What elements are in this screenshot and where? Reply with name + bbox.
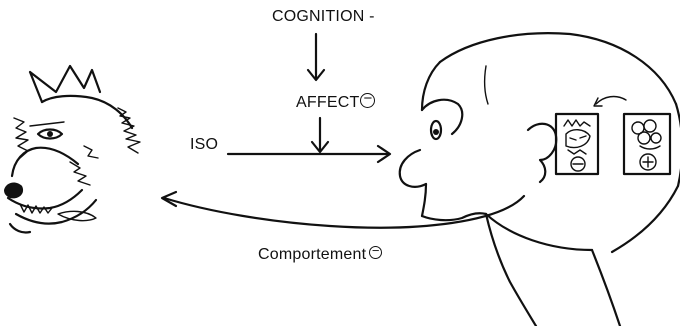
arrow-affect-to-horizontal xyxy=(312,118,328,152)
label-comportement: Comportement − xyxy=(258,246,382,264)
minus-sign: − xyxy=(370,242,381,260)
label-affect: AFFECT − xyxy=(296,92,375,112)
arrow-comportement-to-wolf xyxy=(162,192,524,228)
inner-box-minus-text: − xyxy=(573,155,579,167)
inner-box-plus-text: + xyxy=(643,153,649,165)
label-comportement-text: Comportement xyxy=(258,246,366,263)
label-iso: ISO xyxy=(190,136,218,154)
minus-sign: − xyxy=(361,89,374,109)
minus-circle-icon: − xyxy=(360,93,375,108)
person-head-drawing xyxy=(400,33,680,326)
minus-circle-icon: − xyxy=(369,246,382,259)
label-cognition: COGNITION - xyxy=(272,8,375,26)
inner-box-positive xyxy=(624,114,670,174)
arrow-iso-to-person xyxy=(228,146,390,162)
arrow-cognition-to-affect xyxy=(308,34,324,80)
label-affect-text: AFFECT xyxy=(296,94,359,111)
wolf-head-drawing xyxy=(4,66,140,233)
